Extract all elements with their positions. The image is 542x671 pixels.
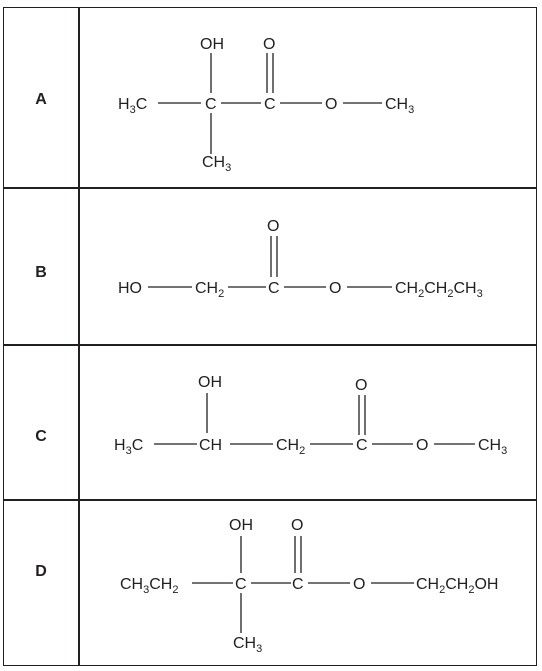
- atom-o-ether: O: [325, 96, 337, 113]
- atom-ch3-bottom: CH3: [233, 635, 262, 655]
- atom-o-ether: O: [416, 437, 428, 454]
- atom-ho: HO: [118, 280, 142, 297]
- column-divider: [78, 8, 80, 665]
- structure-a: OH O H3C C C O CH3 CH3: [118, 36, 414, 174]
- atom-ch2: CH2: [195, 280, 224, 300]
- structure-b: O HO CH2 C O CH2CH2CH3: [118, 218, 483, 300]
- atom-oh: OH: [229, 517, 253, 534]
- atom-propyl: CH2CH2CH3: [395, 280, 483, 300]
- row-divider: [4, 187, 536, 189]
- atom-c: C: [268, 280, 280, 297]
- structure-d: OH O CH3CH2 C C O CH2CH2OH CH3: [120, 517, 498, 655]
- atom-oh: OH: [198, 374, 222, 391]
- atom-c: C: [356, 437, 368, 454]
- atom-c1: C: [235, 576, 247, 593]
- option-label: D: [35, 563, 47, 580]
- atom-ch3-right: CH3: [385, 96, 414, 116]
- option-row-a: A OH O H3C C C O CH3 CH3: [4, 8, 536, 188]
- atom-o-ether: O: [329, 280, 341, 297]
- atom-o-ether: O: [353, 576, 365, 593]
- atom-ch2: CH2: [276, 437, 305, 457]
- row-divider: [4, 499, 536, 501]
- option-row-d: D OH O CH3CH2 C C O CH2CH2OH CH3: [4, 500, 536, 665]
- atom-c2: C: [264, 96, 276, 113]
- option-label: C: [35, 428, 47, 445]
- atom-h3c: H3C: [118, 96, 147, 116]
- atom-oh: OH: [200, 36, 224, 53]
- atom-c1: C: [205, 96, 217, 113]
- options-table: A OH O H3C C C O CH3 CH3 B O HO: [3, 7, 537, 666]
- atom-ch: CH: [199, 437, 222, 454]
- atom-ch3-bottom: CH3: [202, 154, 231, 174]
- row-divider: [4, 344, 536, 346]
- atom-o-carbonyl: O: [291, 517, 303, 534]
- atom-o-carbonyl: O: [267, 218, 279, 235]
- atom-o-carbonyl: O: [355, 377, 367, 394]
- option-label: B: [35, 264, 47, 281]
- atom-o-carbonyl: O: [263, 36, 275, 53]
- atom-h3c: H3C: [114, 437, 143, 457]
- atom-glycol: CH2CH2OH: [416, 576, 498, 596]
- option-row-c: C OH O H3C CH CH2 C O CH3: [4, 345, 536, 500]
- option-row-b: B O HO CH2 C O CH2CH2CH3: [4, 188, 536, 345]
- structure-c: OH O H3C CH CH2 C O CH3: [114, 374, 507, 457]
- atom-ch3: CH3: [478, 437, 507, 457]
- option-label: A: [35, 91, 47, 108]
- atom-c2: C: [292, 576, 304, 593]
- atom-ethyl: CH3CH2: [120, 576, 178, 596]
